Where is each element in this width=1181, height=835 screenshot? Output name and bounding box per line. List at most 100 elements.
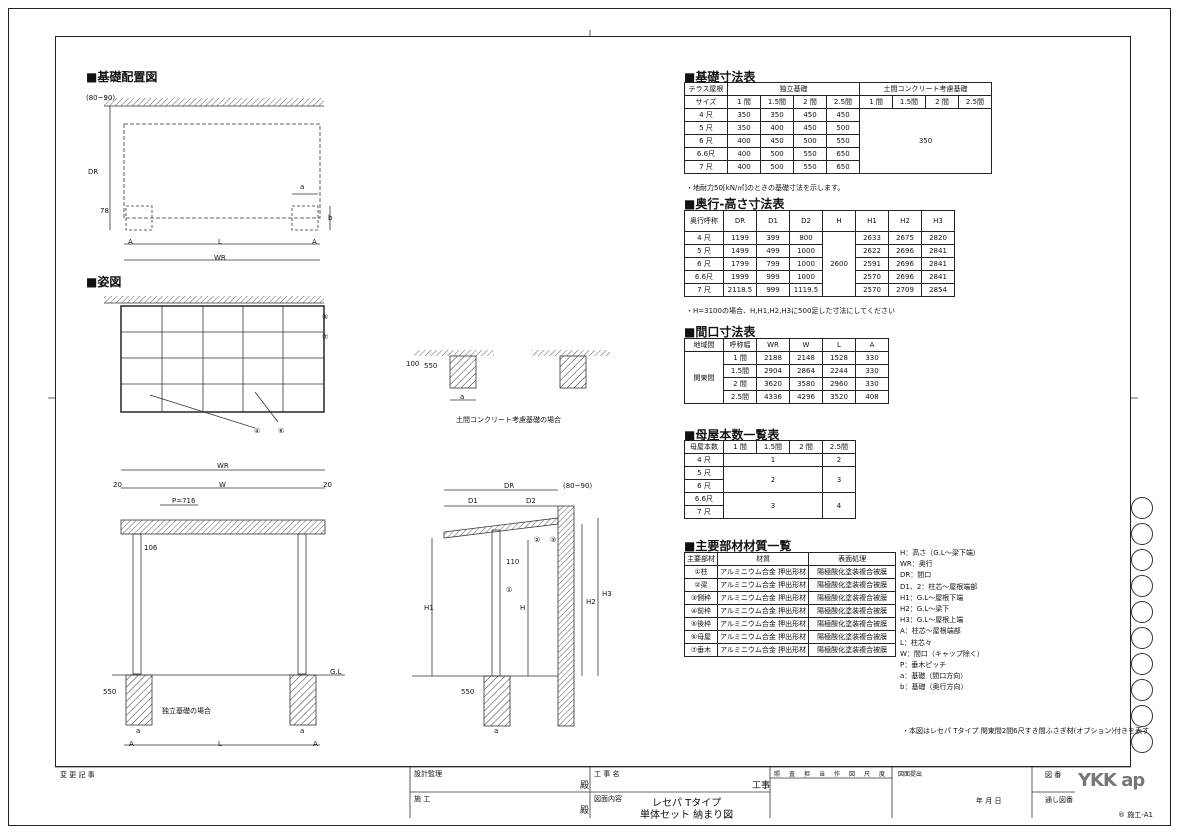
cell: 4296 [789,390,823,404]
tb-col: 尺 [864,771,871,778]
label-c4: ④ [254,427,261,435]
cell: 5 尺 [684,121,728,135]
cell: 2820 [921,231,955,245]
cell: 1.5間 [892,95,926,109]
label-a-plan: a [300,183,305,191]
cell: ③側枠 [684,591,718,605]
cell: 350 [727,121,761,135]
cell: 2841 [921,244,955,258]
label-a-section: a [460,393,465,401]
tb-col: 当 [819,771,826,778]
cell: 450 [760,134,794,148]
cell: 399 [756,231,790,245]
cell: 2244 [822,364,856,378]
drawing-sheet [8,8,1171,826]
cell: 5 尺 [684,244,724,258]
kiso-note: ・地耐力50[kN/㎡]のときの基礎寸法を示します。 [686,184,845,192]
label-L-plan: L [218,238,222,246]
label-c7: ⑦ [322,333,329,341]
cell: 400 [760,121,794,135]
legend-line: A：柱芯～屋根端部 [900,627,961,636]
label-wr-front: WR [217,462,229,470]
cell: 2 間 [925,95,959,109]
cell: 999 [756,270,790,284]
cell: 400 [727,147,761,161]
tb-code: ® 施工-A1 [1118,811,1153,819]
footnote: ・本図はレセパ Tタイプ 関東間2間6尺すき間ふさぎ材(オプション)付きを表す [902,727,1150,735]
label-d1: D1 [468,497,478,505]
label-20-left: 20 [113,481,122,489]
cell: 1 間 [727,95,761,109]
legend-line: b：基礎（奥行方向） [900,683,968,692]
cell: 400 [727,134,761,148]
label-A-left: A [128,238,133,246]
cell: アルミニウム合金 押出形材 [716,591,810,605]
section-sugata: ■姿図 [86,275,122,289]
cell: 陽極酸化塗装複合被膜 [808,630,897,644]
cell: 450 [793,121,827,135]
tb-title1: レセパ Tタイプ [652,798,722,809]
label-550-side: 550 [461,688,475,696]
cell: 499 [756,244,790,258]
cell: 500 [760,147,794,161]
cell: 1528 [822,351,856,365]
margin-circle [1131,679,1153,701]
cell: 550 [793,147,827,161]
cell: 4336 [756,390,790,404]
column-side [491,529,501,677]
wall-hatch-plan [104,296,324,303]
cell: 2709 [888,283,922,297]
cell: 4 尺 [684,231,724,245]
cell: 3580 [789,377,823,391]
cell: 2 間 [723,377,757,391]
cell: ⑤後枠 [684,617,718,631]
label-p716: P=716 [172,497,196,505]
cell: 550 [826,134,860,148]
label-a-side: a [494,727,499,735]
label-A-front-right: A [313,740,318,748]
cell: 1799 [723,257,757,271]
kiso-table: テラス屋根 独立基礎 土間コンクリート考慮基礎 サイズ 1 間 1.5間 2 間… [684,82,992,174]
label-w-front: W [219,481,226,489]
cell: 6.6尺 [684,492,724,506]
section-kiso-sunpo: ■基礎寸法表 [684,70,756,84]
legend-line: a：基礎（間口方向） [900,672,968,681]
cell: 450 [793,108,827,122]
cell: 500 [760,160,794,174]
cell: H [822,210,856,232]
tb-shuppan: 図面提出 [898,771,923,778]
cell: 1000 [789,270,823,284]
label-wr-plan: WR [214,254,226,262]
label-c1: ① [506,586,513,594]
cell: 地域間 [684,338,724,352]
footing-left-front [125,674,153,726]
tb-col: 照 [774,771,781,778]
cell: 799 [756,257,790,271]
cell: アルミニウム合金 押出形材 [716,630,810,644]
label-106: 106 [144,544,158,552]
cell: アルミニウム合金 押出形材 [716,578,810,592]
cell: 3 [723,492,823,519]
label-8090-top: (80~90) [86,94,116,102]
cell: アルミニウム合金 押出形材 [716,643,810,657]
label-550-front: 550 [103,688,117,696]
cell: 500 [826,121,860,135]
wall-hatch-top [104,98,324,106]
legend-line: WR：奥行 [900,560,933,569]
label-8090-side: (80~90) [563,482,593,490]
section-okuyuki: ■奥行-高さ寸法表 [684,197,785,211]
legend-line: H：高さ（G.L～梁下端） [900,549,980,557]
cell: WR [756,338,790,352]
cell: 1.5間 [723,364,757,378]
cell: 550 [793,160,827,174]
slab-hatch-2 [532,350,610,356]
kiso-h2: 独立基礎 [727,82,860,96]
cell: 4 [822,492,856,519]
cell: 3 [822,466,856,493]
cell: 2854 [921,283,955,297]
label-78: 78 [100,207,109,215]
cell: 4 尺 [684,453,724,467]
tb-date: 年 月 日 [976,797,1002,805]
maguchi-region: 関東間 [684,351,724,404]
cell: アルミニウム合金 押出形材 [716,565,810,579]
